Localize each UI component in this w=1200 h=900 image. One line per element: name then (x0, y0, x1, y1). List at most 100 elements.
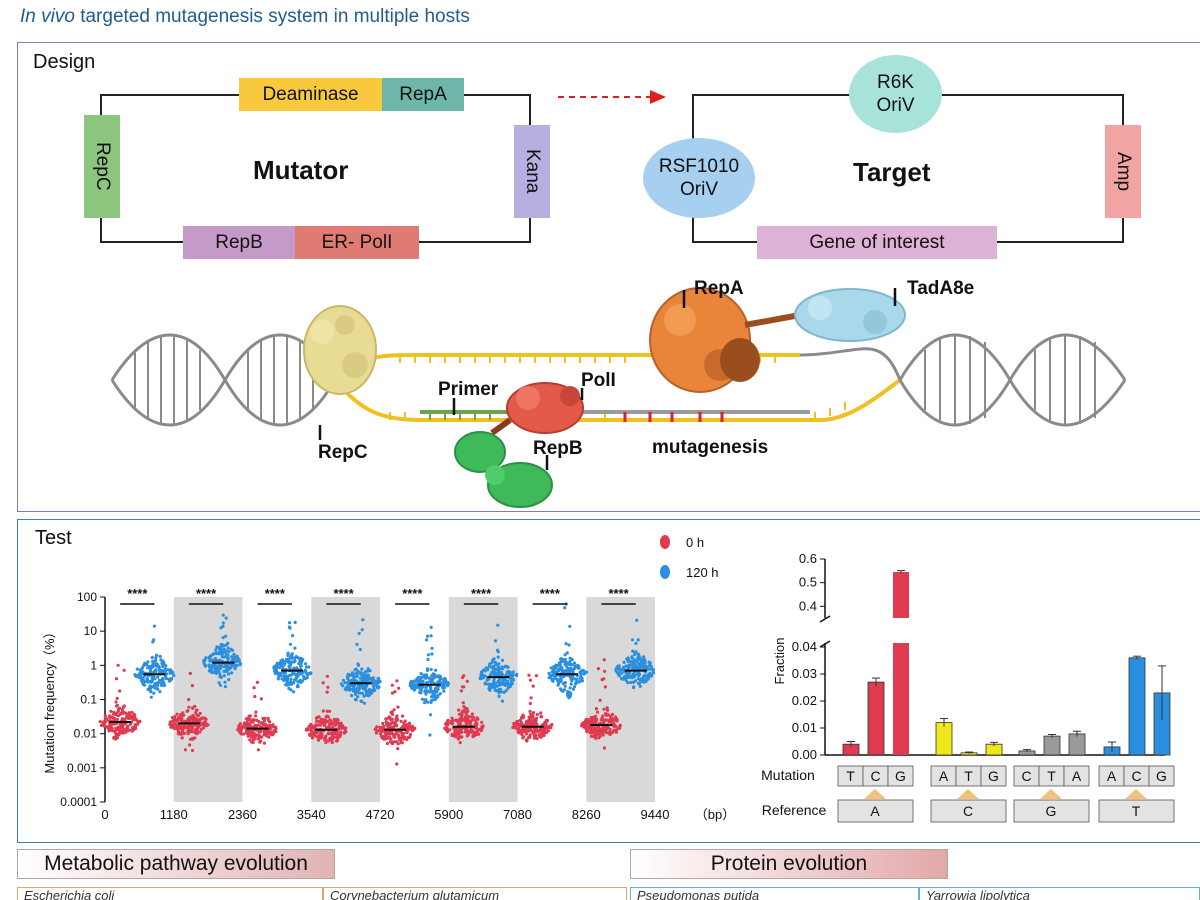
scatter-point (213, 663, 217, 667)
scatter-point (140, 666, 144, 670)
scatter-point (115, 711, 119, 715)
scatter-point (565, 661, 569, 666)
scatter-point (253, 694, 257, 699)
scatter-point (393, 732, 397, 736)
scatter-point (363, 684, 367, 688)
scatter-point (642, 680, 646, 684)
scatter-point (307, 724, 311, 728)
scatter-point (480, 725, 485, 729)
scatter-point (280, 677, 284, 681)
scatter-point (647, 660, 651, 664)
scatter-point (351, 689, 356, 693)
scatter-point (359, 699, 363, 703)
scatter-point (375, 684, 379, 689)
mutation-marks (623, 412, 724, 422)
scatter-point (460, 730, 464, 734)
scatter-point (454, 732, 459, 736)
scatter-point (334, 722, 338, 726)
scatter-point (156, 675, 160, 679)
significance-stars-5: **** (471, 586, 492, 601)
scatter-point (268, 731, 272, 735)
scatter-points-0-4 (373, 679, 417, 766)
scatter-point (172, 722, 176, 726)
scatter-points-0-6 (511, 673, 554, 743)
scatter-point (535, 722, 539, 727)
scatter-point (631, 675, 635, 679)
scatter-point (248, 738, 252, 742)
scatter-point (354, 675, 358, 679)
scatter-point (226, 641, 230, 645)
scatter-point (125, 712, 129, 716)
scatter-point (602, 658, 606, 662)
scatter-point (358, 684, 362, 688)
scatter-point (150, 676, 154, 680)
scatter-point (647, 667, 652, 671)
repc-box: RepC (84, 115, 120, 218)
scatter-point (376, 681, 380, 685)
scatter-point (584, 725, 588, 729)
scatter-point (279, 659, 283, 663)
scatter-point (257, 733, 261, 737)
scatter-point (356, 695, 360, 699)
scatter-point (634, 641, 638, 645)
scatter-point (506, 671, 510, 675)
scatter-point (293, 646, 297, 650)
scatter-point (628, 660, 632, 664)
scatter-point (277, 661, 281, 665)
x-tick-label: 2360 (228, 807, 257, 822)
scatter-point (529, 712, 533, 716)
scatter-point (531, 729, 535, 733)
scatter-point (213, 666, 217, 670)
scatter-point (469, 720, 473, 724)
scatter-point (562, 681, 566, 685)
scatter-point (534, 674, 538, 678)
scatter-point (302, 674, 306, 678)
scatter-point (221, 635, 225, 640)
scatter-point (292, 681, 296, 685)
scatter-point (626, 658, 630, 662)
scatter-point (597, 728, 601, 733)
scatter-point (114, 726, 118, 730)
scatter-point (616, 664, 620, 668)
scatter-point (508, 671, 512, 675)
mutation-label-A-T: T (846, 768, 855, 784)
scatter-point (499, 670, 503, 674)
scatter-point (203, 722, 207, 726)
scatter-point (141, 681, 145, 685)
scatter-point (508, 684, 512, 688)
scatter-point (135, 667, 139, 671)
scatter-point (143, 661, 147, 665)
scatter-point (429, 687, 433, 691)
scatter-point (334, 739, 339, 743)
scatter-point (146, 660, 150, 664)
scatter-point (260, 735, 264, 739)
scatter-point (641, 665, 646, 669)
poli-protein (490, 382, 584, 436)
scatter-point (408, 684, 412, 688)
scatter-point (551, 678, 555, 682)
scatter-point (185, 709, 189, 713)
scatter-point (559, 678, 563, 682)
scatter-point (191, 706, 195, 710)
scatter-point (291, 671, 295, 675)
reference-cell-T (1098, 799, 1175, 823)
y-tick-label: 0.001 (67, 761, 97, 775)
scatter-point (273, 669, 277, 673)
scatter-point (602, 728, 606, 732)
scatter-point (272, 666, 276, 670)
legend-120h-marker (660, 565, 670, 579)
scatter-point (321, 709, 325, 713)
scatter-point (167, 679, 172, 683)
scatter-point (395, 679, 399, 683)
scatter-point (338, 733, 342, 738)
scatter-point (594, 707, 599, 711)
scatter-point (496, 648, 500, 652)
scatter-point (633, 651, 637, 655)
scatter-point (608, 731, 612, 735)
scatter-point (457, 712, 461, 716)
scatter-points-1-5 (478, 623, 519, 703)
scatter-point (460, 713, 464, 717)
scatter-point (556, 679, 560, 683)
scatter-point (512, 723, 516, 727)
scatter-point (135, 719, 140, 723)
